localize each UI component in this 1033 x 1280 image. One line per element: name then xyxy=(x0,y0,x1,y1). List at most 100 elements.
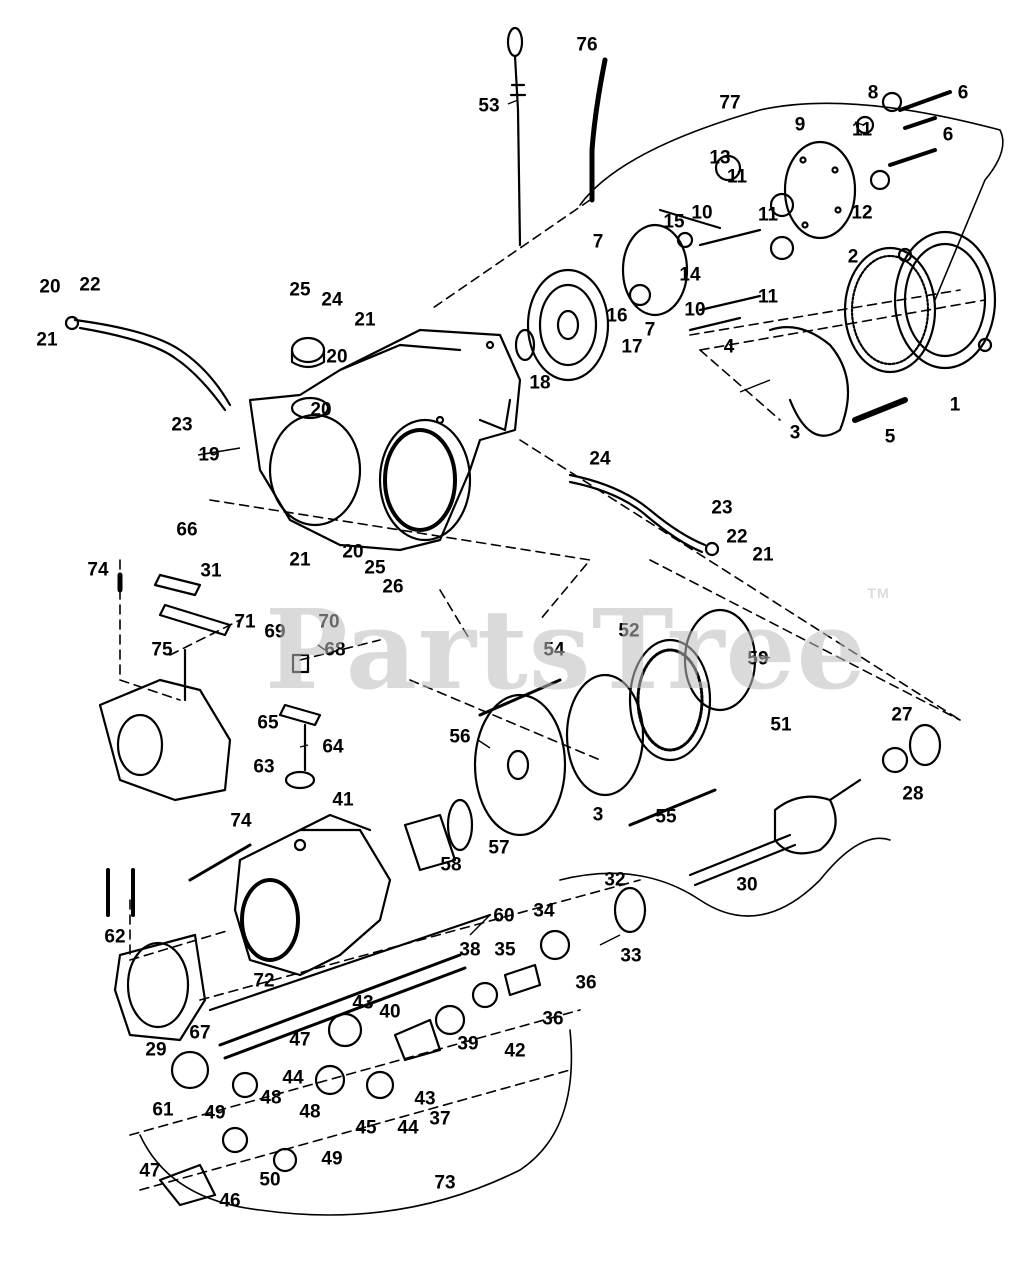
callout-68: 68 xyxy=(324,639,346,661)
callout-20: 20 xyxy=(342,541,364,563)
leader-lines xyxy=(197,99,864,946)
front-housing xyxy=(113,933,207,1042)
callout-72: 72 xyxy=(253,970,275,992)
callout-5: 5 xyxy=(884,426,896,448)
fill-cap xyxy=(290,336,326,364)
callout-20: 20 xyxy=(39,276,61,298)
callout-21: 21 xyxy=(354,309,376,331)
callout-46: 46 xyxy=(219,1190,241,1212)
gasket xyxy=(284,770,316,790)
callout-69: 69 xyxy=(264,621,286,643)
countershaft xyxy=(218,953,462,1047)
callout-10: 10 xyxy=(684,299,706,321)
pin xyxy=(698,228,762,247)
pin xyxy=(658,208,722,230)
callout-67: 67 xyxy=(189,1022,211,1044)
callout-66: 66 xyxy=(176,519,198,541)
callout-27: 27 xyxy=(891,704,913,726)
callout-44: 44 xyxy=(282,1067,304,1089)
pump-plate xyxy=(621,223,694,317)
callout-45: 45 xyxy=(355,1117,377,1139)
bearing xyxy=(613,886,647,934)
bushing xyxy=(403,813,457,872)
callout-18: 18 xyxy=(529,372,551,394)
watermark: PartsTreeTM xyxy=(265,585,890,714)
bolt xyxy=(188,843,252,882)
callout-15: 15 xyxy=(663,211,685,233)
housing-cover xyxy=(893,230,997,370)
callout-31: 31 xyxy=(200,560,222,582)
callout-13: 13 xyxy=(709,147,731,169)
callout-63: 63 xyxy=(253,756,275,778)
gear-cluster xyxy=(170,929,571,1173)
callout-12: 12 xyxy=(851,202,873,224)
callout-23: 23 xyxy=(711,497,733,519)
callout-54: 54 xyxy=(543,639,565,661)
callout-3: 3 xyxy=(789,422,801,444)
callout-59: 59 xyxy=(747,648,769,670)
callout-64: 64 xyxy=(322,736,344,758)
callout-20: 20 xyxy=(326,346,348,368)
bearing xyxy=(908,723,942,767)
rail xyxy=(208,913,492,1012)
callout-22: 22 xyxy=(726,526,748,548)
callout-37: 37 xyxy=(429,1108,451,1130)
callout-73: 73 xyxy=(434,1172,456,1194)
callout-14: 14 xyxy=(679,264,701,286)
callout-39: 39 xyxy=(457,1033,479,1055)
axle-shaft-left xyxy=(64,315,232,412)
cover-plate xyxy=(158,1163,217,1207)
dipstick xyxy=(506,26,527,247)
callout-43: 43 xyxy=(414,1088,436,1110)
callout-47: 47 xyxy=(139,1160,161,1182)
callout-22: 22 xyxy=(79,274,101,296)
callout-9: 9 xyxy=(794,114,806,136)
callout-29: 29 xyxy=(145,1039,167,1061)
callout-30: 30 xyxy=(736,874,758,896)
pump-cover xyxy=(526,268,610,382)
bolt xyxy=(898,90,952,112)
callout-51: 51 xyxy=(770,714,792,736)
callout-71: 71 xyxy=(234,611,256,633)
callout-21: 21 xyxy=(289,549,311,571)
callout-4: 4 xyxy=(723,336,735,358)
callout-7: 7 xyxy=(644,319,656,341)
lower-transaxle-housing xyxy=(233,813,392,977)
callout-56: 56 xyxy=(449,726,471,748)
callout-26: 26 xyxy=(382,576,404,598)
callout-19: 19 xyxy=(198,444,220,466)
callout-8: 8 xyxy=(867,82,879,104)
spring xyxy=(291,653,310,674)
callout-44: 44 xyxy=(397,1117,419,1139)
callout-28: 28 xyxy=(902,783,924,805)
ring-gear-lower xyxy=(628,638,712,762)
upper-transaxle-housing xyxy=(248,328,522,552)
pin xyxy=(698,294,762,312)
callout-50: 50 xyxy=(259,1169,281,1191)
callout-52: 52 xyxy=(618,620,640,642)
callout-21: 21 xyxy=(752,544,774,566)
callout-61: 61 xyxy=(152,1099,174,1121)
callout-47: 47 xyxy=(289,1029,311,1051)
callout-10: 10 xyxy=(691,202,713,224)
shaft xyxy=(628,788,717,827)
callout-35: 35 xyxy=(494,939,516,961)
pump-gears xyxy=(714,91,903,261)
brake-band-lower xyxy=(565,673,645,797)
callout-41: 41 xyxy=(332,789,354,811)
seal xyxy=(514,328,536,362)
callout-11: 11 xyxy=(757,286,779,308)
shift-plate xyxy=(153,573,202,597)
retainer-plate xyxy=(683,608,757,712)
washer xyxy=(446,798,474,852)
callout-34: 34 xyxy=(533,900,555,922)
sub-assembly-outline-76 xyxy=(579,102,1004,301)
callout-43: 43 xyxy=(352,992,374,1014)
callout-38: 38 xyxy=(459,939,481,961)
sub-assembly-outline-77 xyxy=(559,837,891,917)
callout-6: 6 xyxy=(957,82,969,104)
callout-77: 77 xyxy=(719,92,741,114)
callout-21: 21 xyxy=(36,329,58,351)
differential-cover xyxy=(473,693,567,837)
